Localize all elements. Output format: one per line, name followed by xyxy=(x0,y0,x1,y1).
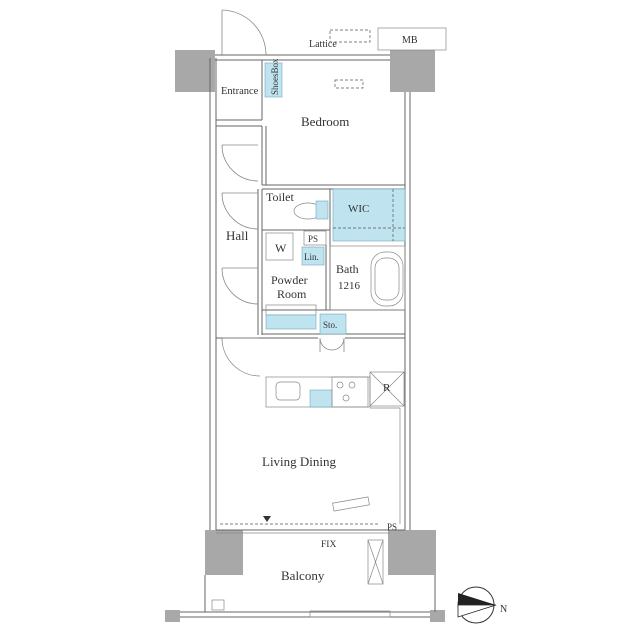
powder-label: Powder xyxy=(271,273,308,287)
w-label: W xyxy=(275,241,287,255)
interior-walls xyxy=(216,60,406,531)
outer-walls xyxy=(180,54,436,618)
ps-upper-label: PS xyxy=(308,234,318,244)
bedroom-label: Bedroom xyxy=(301,114,349,129)
room-label: Room xyxy=(277,287,307,301)
bath-size-label: 1216 xyxy=(338,280,361,292)
fix-label: FIX xyxy=(321,540,336,550)
sto-label: Sto. xyxy=(323,320,337,330)
structural-walls xyxy=(165,50,445,622)
lin-label: Lin. xyxy=(304,252,319,262)
living-dining-label: Living Dining xyxy=(262,454,337,469)
compass: N xyxy=(457,586,507,624)
hall-label: Hall xyxy=(226,228,249,243)
shoes-box-label: ShoesBox xyxy=(270,58,280,95)
balcony-label: Balcony xyxy=(281,568,325,583)
wic-label: WIC xyxy=(348,203,369,215)
toilet-label: Toilet xyxy=(266,190,294,204)
door-swings xyxy=(221,9,345,377)
lattice-label: Lattice xyxy=(309,39,337,50)
entrance-label: Entrance xyxy=(221,86,259,97)
ps-lower-label: PS xyxy=(387,522,397,532)
fixtures xyxy=(216,27,447,585)
r-label: R xyxy=(383,382,391,394)
bath-label: Bath xyxy=(336,262,359,276)
north-label: N xyxy=(500,604,507,615)
mb-label: MB xyxy=(402,35,418,46)
